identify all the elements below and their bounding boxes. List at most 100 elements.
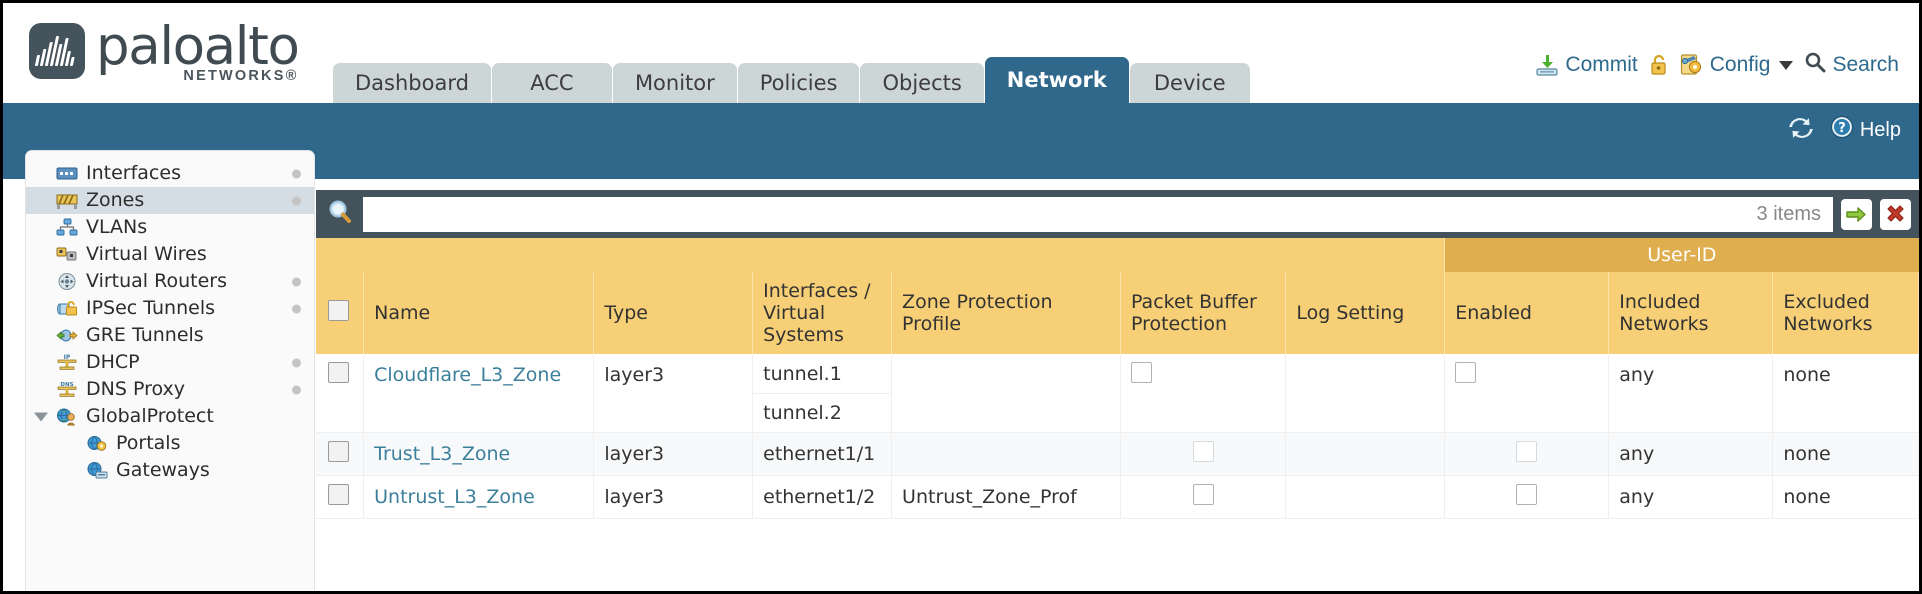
col-name[interactable]: Name (363, 272, 595, 354)
dhcp-icon: IP (56, 353, 78, 373)
zone-type-cell: layer3 (593, 354, 754, 433)
select-all-checkbox[interactable] (328, 300, 349, 321)
apply-filter-button[interactable] (1841, 198, 1872, 230)
lock-icon[interactable] (1649, 53, 1669, 77)
sidebar-item-label: Interfaces (86, 162, 181, 184)
row-select-cell[interactable] (316, 475, 365, 519)
sidebar-item-label: VLANs (86, 216, 148, 238)
sidebar-item-virtual-routers[interactable]: Virtual Routers (26, 268, 314, 295)
row-select-checkbox[interactable] (328, 441, 349, 462)
content-panel: 3 items U (316, 190, 1919, 591)
ipsec-tunnels-icon (56, 299, 78, 319)
table-row[interactable]: Trust_L3_Zone layer3 ethernet1/1 any non… (316, 432, 1919, 476)
userid-enabled-checkbox[interactable] (1516, 441, 1538, 462)
help-link[interactable]: ? Help (1830, 115, 1901, 145)
tab-policies[interactable]: Policies (737, 63, 860, 103)
sidebar-item-interfaces[interactable]: Interfaces (26, 160, 314, 187)
top-actions: Commit Config (1535, 51, 1899, 79)
included-networks-cell: any (1608, 475, 1774, 519)
zone-name-link[interactable]: Untrust_L3_Zone (374, 486, 535, 508)
userid-enabled-checkbox[interactable] (1516, 484, 1538, 505)
tab-network[interactable]: Network (984, 57, 1129, 103)
col-interfaces[interactable]: Interfaces / Virtual Systems (752, 272, 893, 354)
userid-enabled-cell[interactable] (1444, 475, 1610, 519)
packet-buffer-protection-cell[interactable] (1120, 475, 1287, 519)
packet-buffer-protection-checkbox[interactable] (1192, 484, 1214, 505)
config-icon (1680, 53, 1704, 77)
zones-table: User-ID Name Type Interfaces / Virtual S… (316, 238, 1919, 519)
refresh-icon[interactable] (1788, 116, 1814, 145)
sidebar-item-portals[interactable]: Portals (26, 430, 314, 457)
userid-enabled-checkbox[interactable] (1455, 362, 1477, 383)
gateways-icon (86, 461, 108, 481)
zone-name-cell[interactable]: Cloudflare_L3_Zone (363, 354, 595, 433)
search-button[interactable]: Search (1804, 51, 1899, 79)
sidebar-item-globalprotect[interactable]: GlobalProtect (26, 403, 314, 430)
col-included-networks[interactable]: Included Networks (1608, 272, 1774, 354)
col-excluded-networks[interactable]: Excluded Networks (1772, 272, 1919, 354)
tab-device[interactable]: Device (1129, 63, 1250, 103)
commit-button[interactable]: Commit (1535, 53, 1638, 77)
col-type[interactable]: Type (593, 272, 754, 354)
packet-buffer-protection-checkbox[interactable] (1192, 441, 1214, 462)
brand-sub: NETWORKS® (183, 68, 299, 84)
row-select-cell[interactable] (316, 354, 365, 433)
sidebar-item-label: Zones (86, 189, 145, 211)
search-icon[interactable] (325, 197, 355, 232)
table-row[interactable]: Untrust_L3_Zone layer3 ethernet1/2 Untru… (316, 475, 1919, 519)
tab-monitor[interactable]: Monitor (612, 63, 737, 103)
row-select-checkbox[interactable] (328, 362, 349, 383)
row-select-checkbox[interactable] (328, 484, 349, 505)
globalprotect-icon (56, 407, 78, 427)
zone-name-cell[interactable]: Untrust_L3_Zone (363, 475, 595, 519)
svg-text:IP: IP (64, 354, 71, 361)
userid-enabled-cell[interactable] (1444, 354, 1610, 433)
clear-filter-button[interactable] (1880, 198, 1911, 230)
sidebar-item-ipsec-tunnels[interactable]: IPSec Tunnels (26, 295, 314, 322)
log-setting-cell (1285, 432, 1446, 476)
sidebar-item-virtual-wires[interactable]: Virtual Wires (26, 241, 314, 268)
excluded-networks-cell: none (1772, 475, 1919, 519)
sidebar-item-gre-tunnels[interactable]: GRE Tunnels (26, 322, 314, 349)
userid-enabled-cell[interactable] (1444, 432, 1610, 476)
interfaces-icon (56, 164, 78, 184)
select-all-header[interactable] (316, 272, 365, 354)
packet-buffer-protection-cell[interactable] (1120, 432, 1287, 476)
search-input[interactable]: 3 items (363, 196, 1833, 232)
sidebar-item-gateways[interactable]: Gateways (26, 457, 314, 484)
excluded-networks-cell: none (1772, 432, 1919, 476)
expand-triangle-icon[interactable] (34, 412, 48, 421)
zone-name-link[interactable]: Cloudflare_L3_Zone (374, 364, 562, 386)
packet-buffer-protection-cell[interactable] (1120, 354, 1287, 433)
sidebar-item-zones[interactable]: Zones (26, 187, 314, 214)
sidebar-item-label: Portals (116, 432, 181, 454)
zone-name-link[interactable]: Trust_L3_Zone (374, 443, 511, 465)
col-userid-enabled[interactable]: Enabled (1444, 272, 1610, 354)
paloalto-logo-mark-icon (29, 23, 85, 79)
tab-dashboard[interactable]: Dashboard (333, 63, 491, 103)
zone-type-cell: layer3 (593, 475, 754, 519)
search-label: Search (1832, 53, 1899, 76)
row-select-cell[interactable] (316, 432, 365, 476)
sidebar-item-status-dot (292, 169, 301, 178)
group-header-userid: User-ID (1444, 238, 1919, 272)
sidebar-item-status-dot (292, 358, 301, 367)
col-packet-buffer-protection[interactable]: Packet Buffer Protection (1120, 272, 1287, 354)
tab-objects[interactable]: Objects (860, 63, 984, 103)
col-zone-protection-profile[interactable]: Zone Protection Profile (891, 272, 1121, 354)
help-question-icon: ? (1830, 115, 1854, 145)
included-networks-cell: any (1608, 354, 1774, 433)
sidebar-item-status-dot (292, 196, 301, 205)
zone-name-cell[interactable]: Trust_L3_Zone (363, 432, 595, 476)
sidebar-item-vlans[interactable]: VLANs (26, 214, 314, 241)
gre-tunnels-icon (56, 326, 78, 346)
packet-buffer-protection-checkbox[interactable] (1130, 362, 1152, 383)
config-menu[interactable]: Config (1680, 53, 1794, 77)
col-log-setting[interactable]: Log Setting (1285, 272, 1446, 354)
tab-acc[interactable]: ACC (491, 63, 612, 103)
